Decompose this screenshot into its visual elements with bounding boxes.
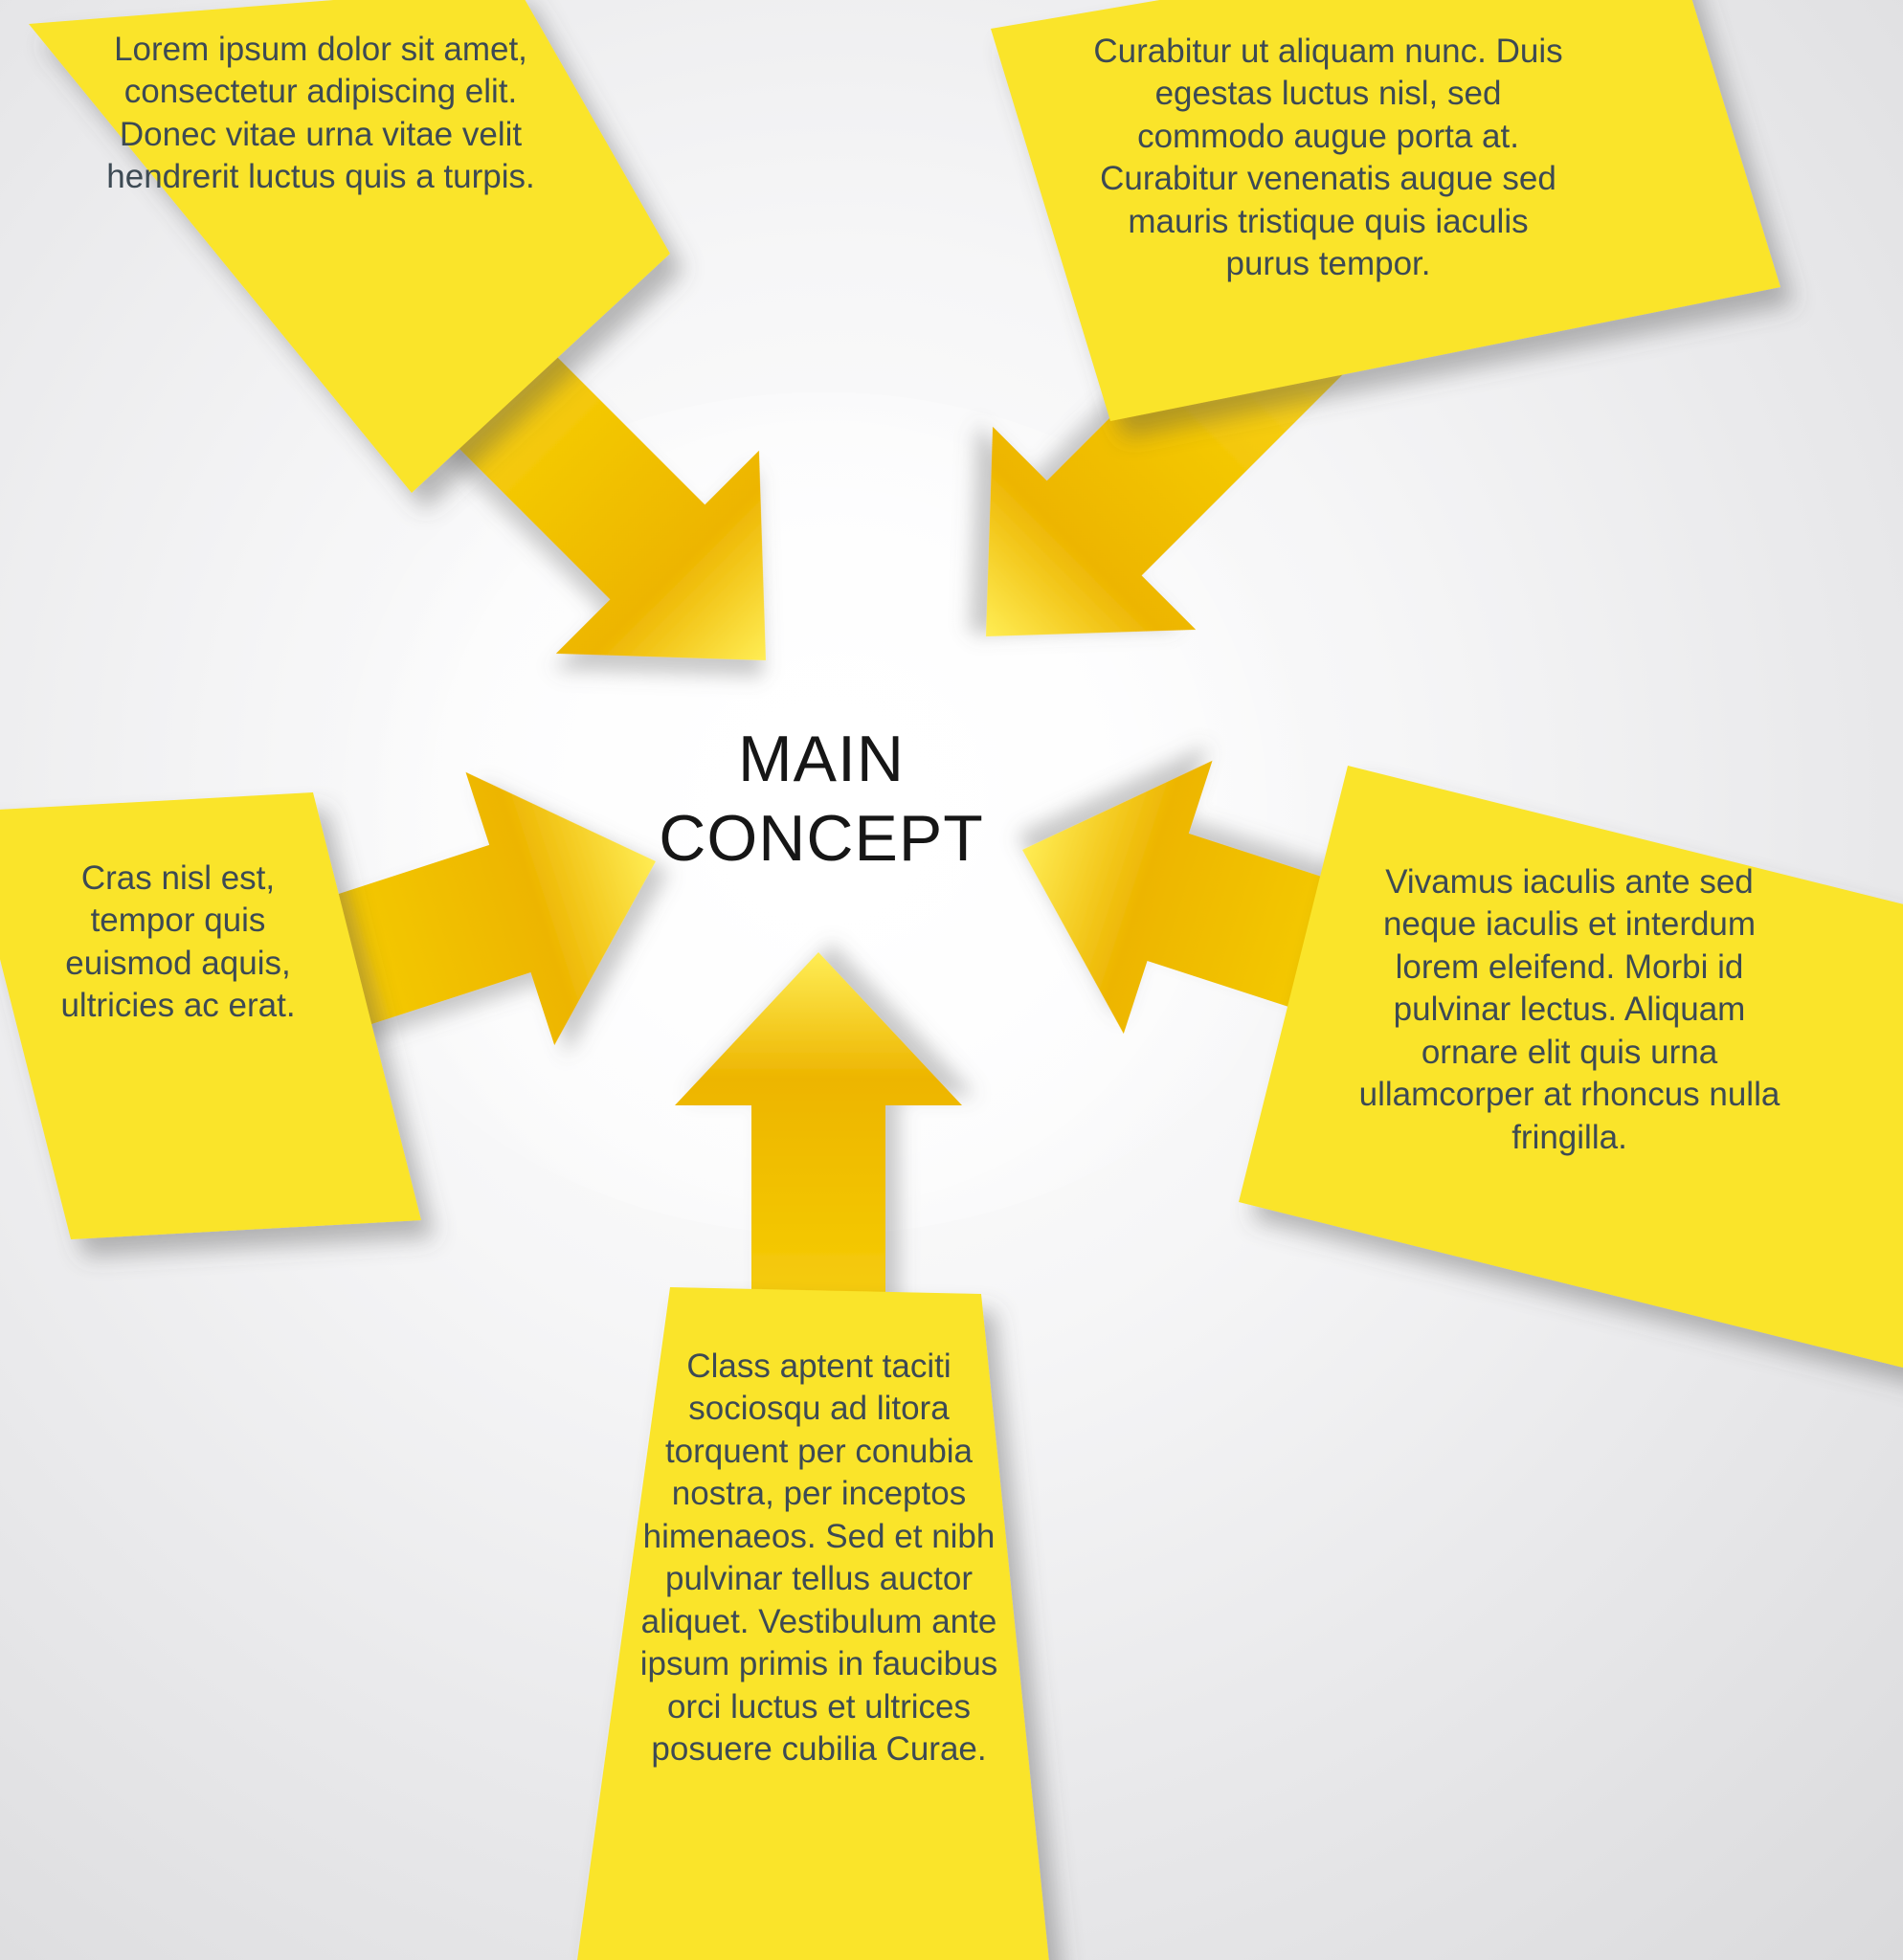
note-card-top-left	[29, 0, 670, 493]
note-card-left	[0, 792, 421, 1239]
note-text-top-right: Curabitur ut aliquam nunc. Duis egestas …	[1093, 33, 1563, 283]
title-line-2: CONCEPT	[659, 801, 984, 875]
note-text-bottom: Class aptent taciti sociosqu ad litora t…	[639, 1348, 998, 1768]
note-card-right	[1239, 766, 1903, 1369]
arrow-bottom	[675, 952, 962, 1507]
note-card-top-right	[991, 0, 1780, 421]
note-text-left: Cras nisl est, tempor quis euismod aquis…	[60, 859, 296, 1025]
note-text-top-left: Lorem ipsum dolor sit amet, consectetur …	[106, 31, 535, 196]
note-text-right: Vivamus iaculis ante sed neque iaculis e…	[1358, 863, 1780, 1156]
title-line-1: MAIN	[738, 723, 905, 795]
main-concept-title: MAIN CONCEPT	[659, 720, 983, 879]
note-card-bottom	[577, 1287, 1049, 1960]
